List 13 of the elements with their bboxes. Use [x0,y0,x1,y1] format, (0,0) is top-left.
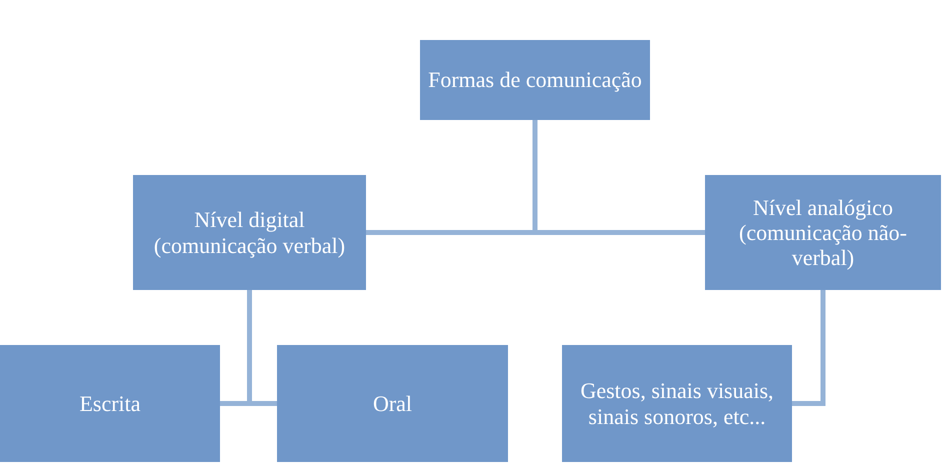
hierarchy-box [277,345,508,462]
box-label: Formas de comunicação [428,67,642,93]
hierarchy-box [133,175,366,290]
hierarchy-box [705,175,941,290]
box-label: Escrita [79,390,141,416]
hierarchy-box [0,345,220,462]
box-label: Gestos, sinais visuais, sinais sonoros, etc... [579,378,775,429]
box-label: Oral [372,390,412,416]
hierarchy-box [562,345,792,462]
box-label: Nível digital (comunicação verbal) [152,207,346,258]
hierarchy-box [420,40,650,120]
connector-line [792,290,826,406]
box-label: Nível analógico (comunicação não-verbal) [738,194,908,270]
